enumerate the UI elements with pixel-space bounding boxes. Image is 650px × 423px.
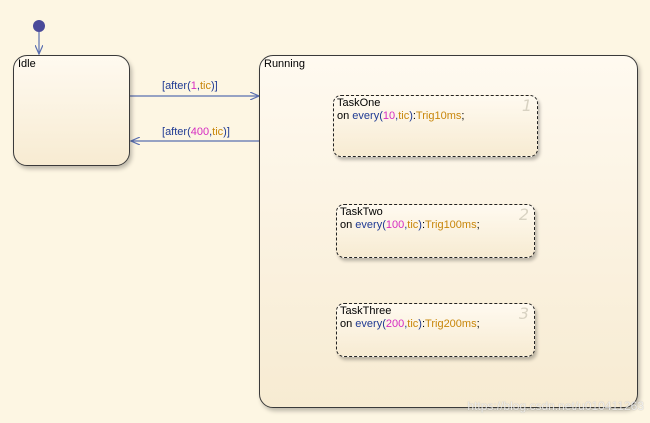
fn-after: after	[165, 80, 188, 92]
paren-open: (	[382, 219, 386, 231]
colon: :	[421, 318, 426, 330]
paren-open: (	[187, 80, 191, 92]
fn-every: every	[355, 219, 383, 231]
num-value: 200	[385, 318, 405, 330]
on-keyword: on	[340, 318, 356, 330]
watermark: https://blog.csdn.net/u010411263	[467, 399, 644, 413]
var-tic: tic	[407, 219, 419, 231]
default-transition-dot[interactable]	[33, 20, 45, 32]
substate-taskthree[interactable]: TaskThree 3 on every(200,tic):Trig200ms;	[336, 303, 535, 357]
num-value: 10	[382, 110, 396, 122]
bracket-open: [	[162, 126, 166, 138]
substate-name: TaskTwo	[340, 206, 383, 218]
paren-close: )	[409, 110, 413, 122]
paren-close: )	[418, 219, 422, 231]
state-idle[interactable]: Idle	[13, 55, 130, 166]
semicolon: ;	[476, 219, 480, 231]
bracket-close: ]	[226, 126, 230, 138]
paren-open: (	[379, 110, 383, 122]
substate-action: on every(10,tic):Trig10ms;	[337, 110, 464, 122]
event-name: Trig100ms	[425, 219, 477, 231]
on-keyword: on	[337, 110, 353, 122]
bracket-open: [	[162, 80, 166, 92]
state-idle-name: Idle	[18, 58, 36, 70]
var-tic: tic	[212, 126, 224, 138]
bracket-close: ]	[214, 80, 218, 92]
execution-order: 2	[518, 205, 529, 224]
substate-tasktwo[interactable]: TaskTwo 2 on every(100,tic):Trig100ms;	[336, 204, 535, 258]
comma: ,	[404, 318, 408, 330]
paren-open: (	[187, 126, 191, 138]
fn-every: every	[352, 110, 380, 122]
semicolon: ;	[476, 318, 480, 330]
paren-open: (	[382, 318, 386, 330]
event-name: Trig10ms	[415, 110, 462, 122]
state-running-name: Running	[264, 58, 305, 70]
var-tic: tic	[398, 110, 410, 122]
execution-order: 1	[521, 96, 532, 115]
comma: ,	[209, 126, 213, 138]
var-tic: tic	[407, 318, 419, 330]
paren-close: )	[210, 80, 215, 92]
colon: :	[412, 110, 416, 122]
num-value: 100	[385, 219, 405, 231]
substate-taskone[interactable]: TaskOne 1 on every(10,tic):Trig10ms;	[333, 95, 538, 157]
on-keyword: on	[340, 219, 356, 231]
paren-close: )	[223, 126, 227, 138]
substate-name: TaskOne	[337, 97, 381, 109]
num-value: 1	[190, 80, 197, 92]
substate-action: on every(200,tic):Trig200ms;	[340, 318, 480, 330]
paren-close: )	[418, 318, 422, 330]
substate-name: TaskThree	[340, 305, 392, 317]
fn-every: every	[355, 318, 383, 330]
fn-after: after	[165, 126, 188, 138]
semicolon: ;	[461, 110, 465, 122]
comma: ,	[395, 110, 399, 122]
comma: ,	[196, 80, 200, 92]
substate-action: on every(100,tic):Trig100ms;	[340, 219, 480, 231]
num-value: 400	[190, 126, 210, 138]
comma: ,	[404, 219, 408, 231]
colon: :	[421, 219, 426, 231]
execution-order: 3	[518, 304, 529, 323]
transition-label-to-idle[interactable]: [after(400,tic)]	[162, 126, 230, 138]
var-tic: tic	[199, 80, 211, 92]
event-name: Trig200ms	[425, 318, 477, 330]
transition-label-to-running[interactable]: [after(1,tic)]	[162, 80, 218, 92]
